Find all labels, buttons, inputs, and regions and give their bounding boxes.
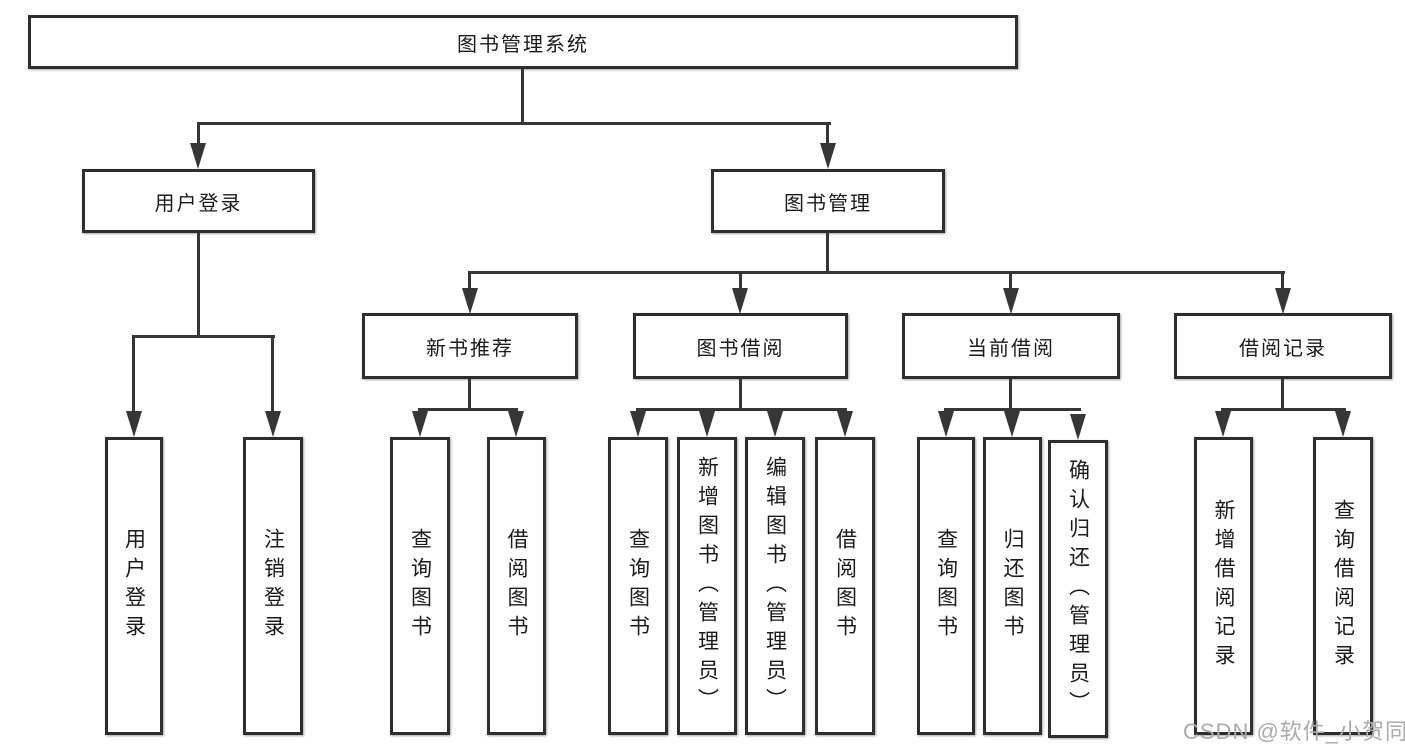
tree-line [132,335,135,413]
arrowhead-down-icon [630,411,646,437]
leaf-current-query-book: 查询图书 [917,437,975,735]
arrowhead-down-icon [938,411,954,437]
node-current-borrow: 当前借阅 [902,313,1120,379]
node-borrow-record: 借阅记录 [1174,313,1392,379]
tree-line [418,408,518,411]
leaf-current-confirm-return-admin: 确认归还（管理员） [1048,440,1108,738]
arrowhead-down-icon [1003,288,1019,314]
tree-line [521,69,524,122]
watermark: CSDN @软件_小贺同学 [1183,719,1405,744]
tree-line [826,122,829,147]
leaf-borrow-add-book-admin: 新增图书（管理员） [677,437,737,735]
tree-line [1221,408,1346,411]
tree-line [1281,271,1284,291]
tree-line [468,271,1285,274]
arrowhead-down-icon [190,143,206,169]
leaf-borrow-query-book: 查询图书 [608,437,668,735]
arrowhead-down-icon [265,411,281,437]
tree-line [197,122,831,125]
node-root: 图书管理系统 [28,15,1018,69]
leaf-record-add-borrow-record: 新增借阅记录 [1194,437,1253,735]
arrowhead-down-icon [508,411,524,437]
tree-line [944,408,1081,411]
arrowhead-down-icon [1215,411,1231,437]
arrowhead-down-icon [412,411,428,437]
tree-line [271,335,274,413]
tree-line [468,379,471,411]
tree-line [739,379,742,411]
tree-line [1281,379,1284,411]
leaf-current-return-book: 归还图书 [983,437,1042,735]
tree-line [468,271,471,291]
tree-line [197,122,200,147]
tree-line [636,408,847,411]
node-user-login: 用户登录 [82,169,315,233]
arrowhead-down-icon [1275,288,1291,314]
arrowhead-down-icon [699,411,715,437]
arrowhead-down-icon [767,411,783,437]
tree-line [826,233,829,271]
leaf-borrow-borrow-book: 借阅图书 [815,437,875,735]
arrowhead-down-icon [732,288,748,314]
arrowhead-down-icon [1004,411,1020,437]
leaf-borrow-edit-book-admin: 编辑图书（管理员） [745,437,805,735]
tree-line [132,335,275,338]
leaf-recommend-borrow-book: 借阅图书 [487,437,546,735]
node-new-book-recommend: 新书推荐 [362,313,578,379]
tree-line [739,271,742,291]
tree-line [1009,379,1012,411]
arrowhead-down-icon [837,411,853,437]
leaf-record-query-borrow-record: 查询借阅记录 [1313,437,1373,735]
arrowhead-down-icon [462,288,478,314]
node-book-borrow: 图书借阅 [633,313,848,379]
arrowhead-down-icon [1335,411,1351,437]
arrowhead-down-icon [126,411,142,437]
tree-line [197,233,200,335]
leaf-recommend-query-book: 查询图书 [390,437,450,735]
node-book-management: 图书管理 [711,169,945,233]
arrowhead-down-icon [820,143,836,169]
arrowhead-down-icon [1070,414,1086,440]
leaf-user-login: 用户登录 [105,437,163,735]
leaf-logout: 注销登录 [243,437,303,735]
tree-line [1009,271,1012,291]
